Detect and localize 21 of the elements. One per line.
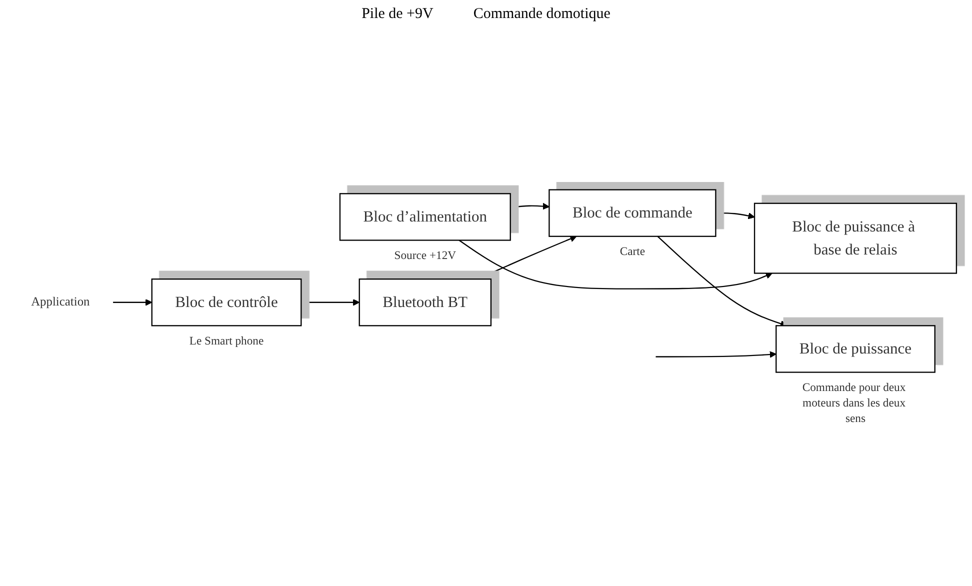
node-caption: Source +12V: [394, 249, 456, 262]
arrow: [301, 299, 360, 306]
arrow: [477, 236, 577, 280]
node-box: Bloc de commande: [548, 189, 716, 238]
arrow: [510, 203, 550, 210]
node-box: Bloc de puissance à base de relais: [754, 202, 958, 274]
arrow: [657, 236, 788, 328]
node-caption: Le Smart phone: [189, 334, 264, 348]
node-text: Application: [31, 296, 90, 309]
node-box: Bloc d’alimentation: [339, 193, 511, 241]
node-box: Bloc de puissance: [776, 325, 936, 373]
note-text: Commande domotique: [473, 6, 610, 23]
arrow: [113, 299, 152, 306]
node-box: Bloc de contrôle: [151, 278, 302, 326]
node-caption: Carte: [620, 245, 646, 258]
node-box: Bluetooth BT: [358, 278, 492, 326]
note-text: Pile de +9V: [362, 6, 434, 23]
arrow: [458, 240, 772, 290]
arrow: [716, 212, 755, 220]
node-caption: Commande pour deux moteurs dans les deux sens: [802, 381, 906, 426]
arrow: [656, 351, 776, 358]
